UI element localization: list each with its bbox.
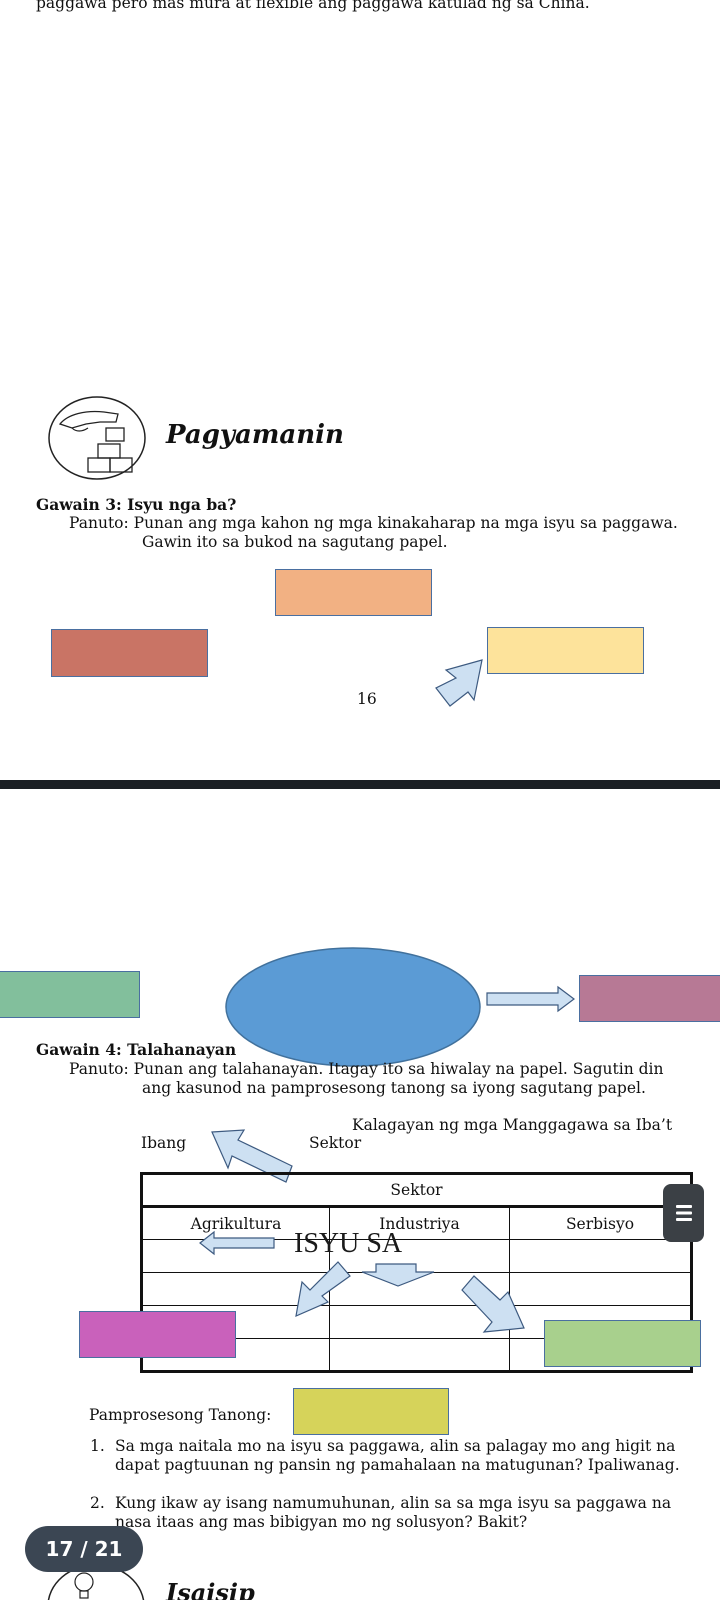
table-cell[interactable] [509,1272,693,1306]
page-number: 16 [357,690,377,708]
down-right-arrow [461,1275,525,1333]
page-indicator-text: 17 / 21 [45,1537,123,1561]
gawain3-instruction-line2: Gawin ito sa bukod na sagutang papel. [142,533,448,551]
questions-label: Pamprosesong Tanong: [89,1406,272,1424]
mauve-answer-box [579,975,720,1022]
question-2-number: 2. [90,1494,105,1512]
right-arrow [486,985,575,1013]
page-divider [0,780,720,789]
red-answer-box [51,629,208,677]
table-heading-sektor: Sektor [309,1134,362,1152]
menu-button[interactable] [663,1184,704,1242]
orange-answer-box [275,569,432,616]
table-heading-ibang: Ibang [141,1134,187,1152]
hamburger-icon [675,1205,692,1221]
down-arrow [361,1263,435,1287]
center-ellipse [225,947,481,1067]
lime-answer-box [544,1320,701,1367]
gawain4-instruction-line2: ang kasunod na pamprosesong tanong sa iy… [142,1079,646,1097]
question-1-number: 1. [90,1437,105,1455]
table-cell[interactable] [329,1305,510,1339]
isyu-sa-label: ISYU SA [294,1228,403,1259]
green-answer-box [0,971,140,1018]
gawain4-title: Gawain 4: Talahanayan [36,1040,237,1059]
hand-blocks-icon [48,396,146,480]
section-title-isaisip: Isaisip [166,1578,255,1600]
yellow-answer-box [487,627,644,674]
table-header-sektor: Sektor [140,1172,693,1207]
table-cell[interactable] [329,1338,510,1373]
small-left-arrow [199,1230,275,1256]
question-2-line2: nasa itaas ang mas bibigyan mo ng solusy… [115,1513,528,1531]
question-2-line1: Kung ikaw ay isang namumuhunan, alin sa … [115,1494,672,1512]
gawain3-title: Gawain 3: Isyu nga ba? [36,495,237,514]
page-indicator: 17 / 21 [25,1526,143,1572]
magenta-answer-box [79,1311,236,1358]
gawain4-instruction-line1: Panuto: Punan ang talahanayan. Itagay it… [69,1060,664,1078]
top-paragraph-line: paggawa pero mas mura at flexible ang pa… [36,0,590,12]
gawain3-instruction-line1: Panuto: Punan ang mga kahon ng mga kinak… [69,514,678,532]
section-title-pagyamanin: Pagyamanin [166,420,344,450]
olive-answer-box [293,1388,449,1435]
table-cell[interactable] [509,1239,693,1273]
table-heading-right: Kalagayan ng mga Manggagawa sa Iba’t [352,1116,673,1134]
question-1-line2: dapat pagtuunan ng pansin ng pamahalaan … [115,1456,680,1474]
question-1-line1: Sa mga naitala mo na isyu sa paggawa, al… [115,1437,676,1455]
down-left-arrow [295,1261,351,1317]
diagonal-arrow-upright [435,659,483,707]
